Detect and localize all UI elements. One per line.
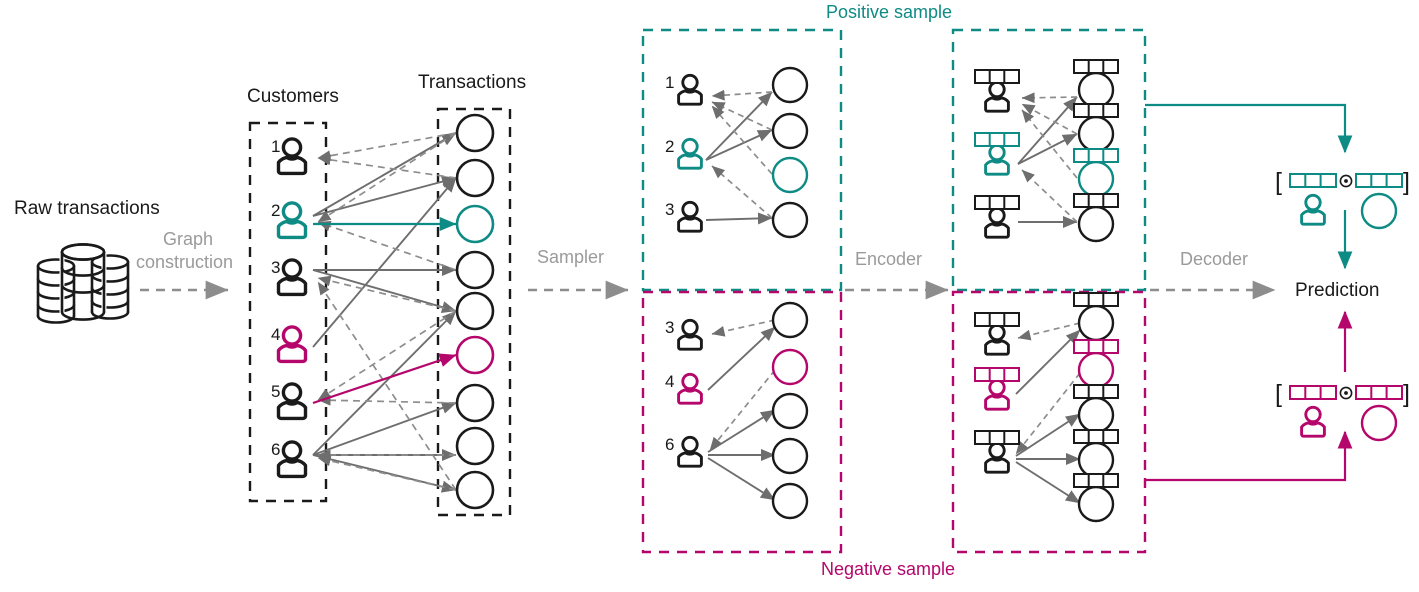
customer-node-1[interactable] (276, 137, 308, 176)
graph-edge-magenta (312, 353, 457, 405)
transactions-box (436, 107, 512, 517)
decoder-label: Decoder (1180, 249, 1249, 269)
raw-transactions-db-icon (36, 243, 130, 324)
decoder-positive-bracket-open: [ (1275, 168, 1282, 196)
neg-customer-index-3: 3 (665, 318, 674, 337)
decoder-positive-bracket-close: ] (1403, 168, 1410, 196)
customer-node-3[interactable] (276, 258, 308, 297)
decoder-negative-bracket-close: ] (1403, 380, 1410, 408)
raw-transactions-label: Raw transactions (14, 198, 160, 219)
graph-edges-solid (312, 132, 457, 493)
negative-sample-transactions[interactable] (771, 301, 809, 520)
encoder-negative-transactions[interactable] (1077, 304, 1115, 523)
positive-sample-customers[interactable] (677, 73, 703, 233)
decoder-negative-expression (1289, 385, 1403, 442)
customers-box (248, 121, 328, 503)
customer-node-2[interactable] (276, 201, 308, 240)
transaction-nodes[interactable] (455, 113, 495, 510)
negative-sample-label: Negative sample (821, 559, 956, 579)
customer-node-4[interactable] (276, 325, 308, 364)
negative-sample-edges-dashed (709, 319, 776, 451)
encoder-negative-edges-solid (1015, 329, 1081, 504)
positive-sample-edges-dashed (711, 89, 773, 219)
decoder-positive-expression (1289, 173, 1403, 230)
positive-sample-box (641, 28, 843, 292)
encoder-label: Encoder (855, 249, 923, 269)
encoder-positive-box (951, 28, 1147, 292)
negative-sample-edges-solid (707, 326, 776, 501)
negative-sample-customers[interactable] (677, 318, 703, 468)
pos-customer-index-3: 3 (665, 200, 674, 219)
customers-label: Customers (247, 86, 339, 107)
decoder-negative-bracket-open: [ (1275, 380, 1282, 408)
graph-edges-dashed (317, 132, 457, 491)
positive-decoder-connector (1145, 103, 1353, 154)
neg-customer-index-6: 6 (665, 435, 674, 454)
graph-construction-label-line1: Graph (163, 229, 214, 249)
customer-index-2: 2 (271, 201, 280, 220)
graph-construction-label-line2: construction (136, 252, 234, 272)
encoder-negative-embeddings (974, 292, 1119, 488)
customer-node-5[interactable] (276, 382, 308, 421)
positive-sample-transactions[interactable] (771, 66, 809, 239)
customer-index-5: 5 (271, 382, 280, 401)
encoder-negative-edges-dashed (1015, 322, 1081, 455)
positive-sample-edges-solid (705, 91, 773, 225)
encoder-positive-customers[interactable] (984, 80, 1010, 239)
customer-index-1: 1 (271, 137, 280, 156)
prediction-label: Prediction (1295, 280, 1380, 301)
pos-customer-index-2: 2 (665, 137, 674, 156)
neg-customer-index-4: 4 (665, 372, 674, 391)
customer-index-6: 6 (271, 440, 280, 459)
positive-sample-label: Positive sample (826, 2, 953, 22)
sampler-label: Sampler (537, 247, 605, 267)
encoder-negative-customers[interactable] (984, 323, 1010, 474)
customer-node-6[interactable] (276, 440, 308, 479)
customer-index-3: 3 (271, 258, 280, 277)
encoder-positive-edges-dashed (1021, 92, 1078, 223)
encoder-negative-box (951, 290, 1147, 554)
encoder-positive-edges-solid (1017, 96, 1078, 229)
negative-decoder-connector (1145, 430, 1353, 482)
customer-index-4: 4 (271, 325, 280, 344)
pos-customer-index-1: 1 (665, 73, 674, 92)
encoder-positive-embeddings (974, 59, 1119, 210)
transactions-label: Transactions (418, 72, 527, 93)
negative-sample-box (641, 290, 843, 554)
